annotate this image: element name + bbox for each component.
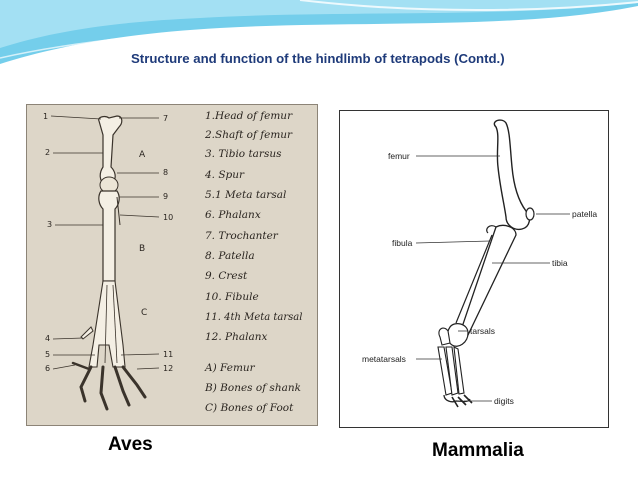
aves-num-2: 2 — [45, 148, 50, 157]
aves-legend-1: 1.Head of femur — [205, 110, 293, 122]
aves-num-3: 3 — [47, 220, 52, 229]
aves-num-7: 7 — [163, 114, 168, 123]
mammal-label-fibula: fibula — [392, 238, 413, 248]
aves-num-6: 6 — [45, 364, 50, 373]
aves-femur — [98, 115, 123, 186]
aves-toe-4 — [121, 365, 147, 399]
mammal-label-metatarsals: metatarsals — [362, 354, 406, 364]
mammalia-caption: Mammalia — [432, 440, 524, 461]
aves-region-b: B — [139, 244, 145, 254]
aves-legend-10: 10. Fibule — [205, 291, 259, 303]
aves-legend-6: 6. Phalanx — [205, 209, 261, 221]
header-swoosh-decoration — [0, 0, 638, 64]
aves-legend-8: 8. Patella — [205, 250, 255, 262]
aves-tibiotarsus — [98, 190, 120, 282]
aves-toe-1 — [79, 365, 93, 403]
mammal-fibula — [455, 234, 493, 324]
mammal-label-digits: digits — [494, 396, 514, 406]
aves-caption: Aves — [108, 434, 153, 455]
mammal-label-femur: femur — [388, 151, 410, 161]
aves-legend-11: 11. 4th Meta tarsal — [205, 312, 302, 323]
aves-toe-2 — [99, 365, 109, 411]
mammal-metatarsal-3 — [453, 346, 465, 395]
aves-num-12: 12 — [163, 364, 173, 373]
aves-hindlimb-drawing: 1 2 3 4 5 6 7 8 9 10 11 12 A — [43, 110, 302, 414]
mammal-label-tarsals: tarsals — [470, 326, 495, 336]
aves-legend-group-b: B) Bones of shank — [204, 382, 301, 394]
aves-num-11: 11 — [163, 350, 173, 359]
slide-title: Structure and function of the hindlimb o… — [131, 51, 505, 66]
mammalia-diagram-panel: femur patella fibula tibia tarsals metat… — [339, 110, 609, 428]
aves-num-1: 1 — [43, 112, 48, 121]
aves-num-9: 9 — [163, 192, 168, 201]
mammalia-hindlimb-drawing: femur patella fibula tibia tarsals metat… — [362, 119, 597, 408]
aves-legend-7: 7. Trochanter — [205, 230, 279, 242]
mammal-label-tibia: tibia — [552, 258, 568, 268]
aves-legend-2: 2.Shaft of femur — [204, 129, 293, 141]
aves-legend-group-c: C) Bones of Foot — [205, 402, 294, 414]
aves-num-4: 4 — [45, 334, 50, 343]
aves-spur — [80, 326, 94, 340]
mammal-femur — [493, 119, 531, 231]
aves-hallux — [71, 361, 91, 371]
aves-legend-12: 12. Phalanx — [205, 331, 268, 343]
mammal-metatarsal-2 — [445, 346, 459, 396]
mammal-tibia — [459, 224, 517, 336]
aves-num-5: 5 — [45, 350, 50, 359]
aves-region-c: C — [141, 308, 147, 318]
aves-fibula — [116, 196, 121, 226]
aves-num-10: 10 — [163, 213, 173, 222]
mammal-label-patella: patella — [572, 209, 597, 219]
aves-num-8: 8 — [163, 168, 168, 177]
aves-legend-4: 4. Spur — [204, 169, 245, 181]
aves-diagram-panel: 1 2 3 4 5 6 7 8 9 10 11 12 A — [26, 104, 318, 426]
aves-toe-3 — [113, 365, 131, 407]
aves-legend-group-a: A) Femur — [204, 362, 256, 374]
mammal-patella — [525, 207, 535, 221]
aves-region-a: A — [139, 150, 146, 160]
aves-legend-9: 9. Crest — [205, 270, 248, 282]
aves-legend-5: 5.1 Meta tarsal — [205, 189, 286, 201]
aves-legend-3: 3. Tibio tarsus — [205, 148, 282, 160]
